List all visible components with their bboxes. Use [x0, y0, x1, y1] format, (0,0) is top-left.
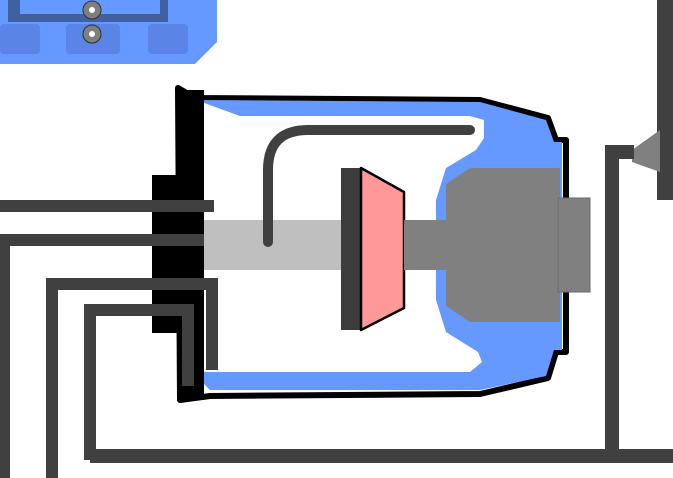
lead-wire-3	[46, 278, 218, 478]
filament-support-wire	[263, 125, 475, 247]
gear-panel-tab-left	[0, 24, 40, 54]
output-cone	[632, 130, 660, 172]
target-neck	[404, 220, 448, 270]
anode-plate	[341, 168, 361, 330]
target-block	[404, 168, 591, 322]
right-vertical-wire	[605, 145, 634, 456]
cathode-plate	[359, 166, 406, 332]
target-body	[446, 168, 560, 322]
right-frame-bar	[657, 0, 673, 200]
right-lead	[90, 0, 673, 463]
lead-wire-4	[84, 304, 194, 460]
lead-wire-2	[0, 234, 268, 478]
gear-icon	[82, 0, 102, 20]
gear-panel-tab-right	[148, 24, 188, 54]
electron-beam	[204, 220, 344, 270]
gear-icon	[82, 24, 102, 44]
output-window	[557, 197, 591, 293]
gear-assembly	[0, 0, 217, 64]
lead-wires	[0, 200, 268, 478]
